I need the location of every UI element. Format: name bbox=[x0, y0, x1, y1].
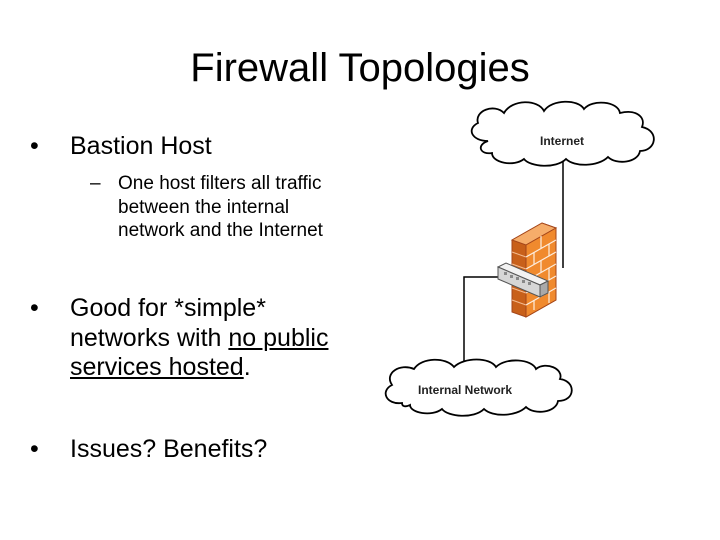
router-device-icon bbox=[496, 262, 550, 298]
internet-label: Internet bbox=[540, 134, 584, 148]
sub-bullet-text: One host filters all traffic between the… bbox=[118, 173, 323, 241]
internal-network-label: Internal Network bbox=[418, 383, 512, 397]
bullet-marker: • bbox=[30, 435, 39, 463]
bullet-text-underlined: no public services hosted bbox=[70, 323, 329, 382]
internet-cloud-icon bbox=[470, 100, 655, 167]
bastion-host-diagram: Internet bbox=[384, 100, 655, 417]
bullet-text-part: Good for *simple* networks with bbox=[70, 294, 266, 352]
bullet-marker: • bbox=[30, 294, 39, 322]
bullet-marker: • bbox=[30, 132, 39, 160]
sub-bullet-marker: – bbox=[90, 173, 101, 194]
slide-title: Firewall Topologies bbox=[190, 46, 530, 90]
bullet-text: Bastion Host bbox=[70, 132, 212, 160]
firewall-internal-link bbox=[463, 276, 504, 365]
bullet-text: Good for *simple* networks with no publi… bbox=[70, 294, 330, 383]
bullet-text-part: . bbox=[243, 353, 251, 381]
internal-network-cloud-icon bbox=[384, 358, 573, 417]
bullet-text: Issues? Benefits? bbox=[70, 435, 268, 463]
